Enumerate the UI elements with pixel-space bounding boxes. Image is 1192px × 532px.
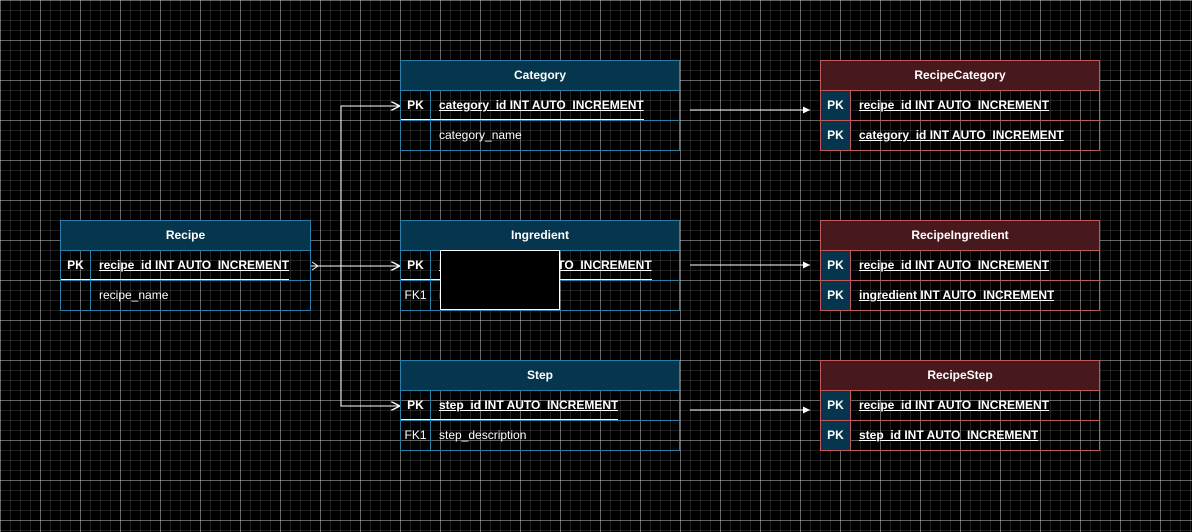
table-title: Step	[401, 361, 679, 391]
key-badge: PK	[401, 251, 431, 280]
table-step[interactable]: Step PK step_id INT AUTO_INCREMENT FK1 s…	[400, 360, 680, 451]
key-badge: PK	[401, 91, 431, 120]
key-badge: PK	[821, 281, 851, 310]
table-row: FK1 step_description	[401, 420, 679, 450]
key-badge: PK	[821, 251, 851, 280]
table-title: Category	[401, 61, 679, 91]
table-title: RecipeStep	[821, 361, 1099, 391]
field-name: step_description	[439, 428, 527, 442]
redaction-box	[440, 250, 560, 310]
table-row: PK ingredient INT AUTO_INCREMENT	[821, 280, 1099, 310]
field-name: step_id INT AUTO_INCREMENT	[431, 391, 619, 420]
table-category[interactable]: Category PK category_id INT AUTO_INCREME…	[400, 60, 680, 151]
table-title: RecipeIngredient	[821, 221, 1099, 251]
field-name: recipe_name	[99, 288, 169, 302]
table-row: PK recipe_id INT AUTO_INCREMENT	[61, 251, 310, 280]
key-badge: FK1	[401, 421, 431, 450]
table-title: RecipeCategory	[821, 61, 1099, 91]
table-recipe-step[interactable]: RecipeStep PK recipe_id INT AUTO_INCREME…	[820, 360, 1100, 451]
table-recipe[interactable]: Recipe PK recipe_id INT AUTO_INCREMENT r…	[60, 220, 311, 311]
recipe-origin-mark	[311, 261, 319, 271]
table-recipe-ingredient[interactable]: RecipeIngredient PK recipe_id INT AUTO_I…	[820, 220, 1100, 311]
table-row: PK step_id INT AUTO_INCREMENT	[821, 420, 1099, 450]
table-title: Ingredient	[401, 221, 679, 251]
table-row: PK category_id INT AUTO_INCREMENT	[401, 91, 679, 120]
key-badge: PK	[61, 251, 91, 280]
field-name: category_id INT AUTO_INCREMENT	[431, 91, 644, 120]
table-row: PK recipe_id INT AUTO_INCREMENT	[821, 251, 1099, 280]
field-name: category_id INT AUTO_INCREMENT	[859, 128, 1064, 142]
recipe-relations	[311, 106, 400, 406]
field-name: recipe_id INT AUTO_INCREMENT	[859, 398, 1050, 412]
field-name: recipe_id INT AUTO_INCREMENT	[859, 98, 1050, 112]
key-badge: PK	[821, 91, 851, 120]
table-row: category_name	[401, 120, 679, 150]
field-name: ingredient INT AUTO_INCREMENT	[859, 288, 1055, 302]
key-badge	[61, 281, 91, 310]
field-name: step_id INT AUTO_INCREMENT	[859, 428, 1039, 442]
table-recipe-category[interactable]: RecipeCategory PK recipe_id INT AUTO_INC…	[820, 60, 1100, 151]
key-badge: PK	[401, 391, 431, 420]
field-name: recipe_id INT AUTO_INCREMENT	[91, 251, 290, 280]
table-title: Recipe	[61, 221, 310, 251]
key-badge: FK1	[401, 281, 431, 310]
connector-recipe-category	[311, 106, 400, 267]
field-name: recipe_id INT AUTO_INCREMENT	[859, 258, 1050, 272]
table-row: PK recipe_id INT AUTO_INCREMENT	[821, 91, 1099, 120]
table-row: PK step_id INT AUTO_INCREMENT	[401, 391, 679, 420]
junction-relations	[690, 106, 810, 414]
connector-recipe-step	[340, 266, 400, 406]
field-name: category_name	[439, 128, 522, 142]
table-row: recipe_name	[61, 280, 310, 310]
key-badge: PK	[821, 421, 851, 450]
key-badge	[401, 121, 431, 150]
table-row: PK recipe_id INT AUTO_INCREMENT	[821, 391, 1099, 420]
key-badge: PK	[821, 391, 851, 420]
table-row: PK category_id INT AUTO_INCREMENT	[821, 120, 1099, 150]
key-badge: PK	[821, 121, 851, 150]
